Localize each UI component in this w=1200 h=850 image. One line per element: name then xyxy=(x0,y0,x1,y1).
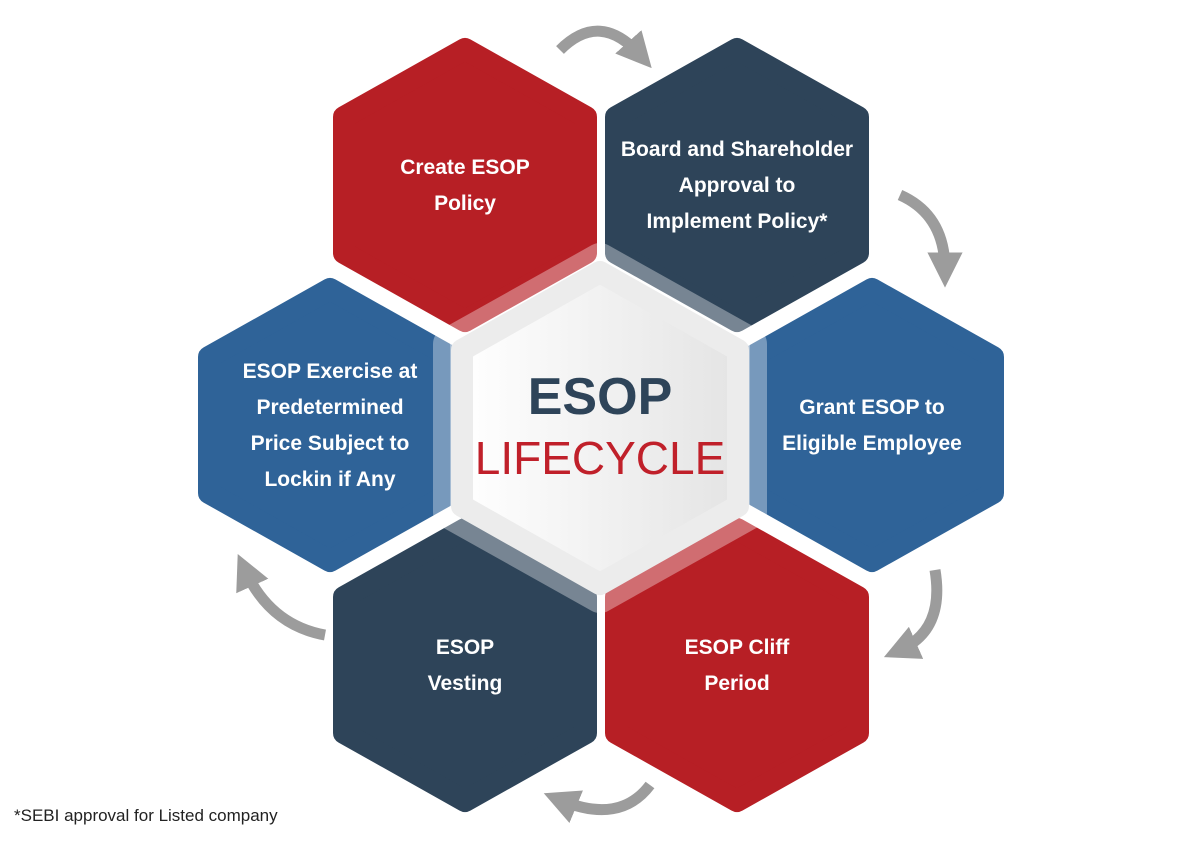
curved-arrow-icon xyxy=(543,781,655,824)
step-label-exercise: Price Subject to xyxy=(251,432,410,455)
step-label-create-policy: Policy xyxy=(434,192,496,215)
hexagon-create-policy xyxy=(333,38,597,332)
hexagon-exercise xyxy=(198,278,462,572)
footnote: *SEBI approval for Listed company xyxy=(14,806,278,825)
step-label-board-approval: Board and Shareholder xyxy=(621,138,853,161)
step-label-grant-esop: Grant ESOP to xyxy=(799,396,944,419)
step-label-exercise: Lockin if Any xyxy=(264,468,395,491)
hexagon-grant-esop xyxy=(740,278,1004,572)
curved-arrow-icon xyxy=(556,25,652,69)
step-label-grant-esop: Eligible Employee xyxy=(782,432,962,455)
curved-arrow-icon xyxy=(883,569,943,659)
curved-arrow-icon xyxy=(897,189,963,288)
step-label-cliff-period: Period xyxy=(704,672,769,695)
hexagon-board-approval xyxy=(605,38,869,332)
step-label-board-approval: Approval to xyxy=(679,174,796,197)
step-label-board-approval: Implement Policy* xyxy=(647,210,829,233)
step-label-exercise: Predetermined xyxy=(256,396,403,419)
center-title: ESOP xyxy=(528,368,673,426)
step-label-create-policy: Create ESOP xyxy=(400,156,530,179)
hexagon-cliff-period xyxy=(605,518,869,812)
curved-arrow-icon xyxy=(236,553,327,641)
step-label-cliff-period: ESOP Cliff xyxy=(685,636,791,659)
hexagon-vesting xyxy=(333,518,597,812)
step-label-exercise: ESOP Exercise at xyxy=(243,360,418,383)
step-label-vesting: ESOP xyxy=(436,636,494,659)
center-hexagon xyxy=(451,261,749,595)
center-subtitle: LIFECYCLE xyxy=(475,432,726,484)
step-label-vesting: Vesting xyxy=(428,672,503,695)
